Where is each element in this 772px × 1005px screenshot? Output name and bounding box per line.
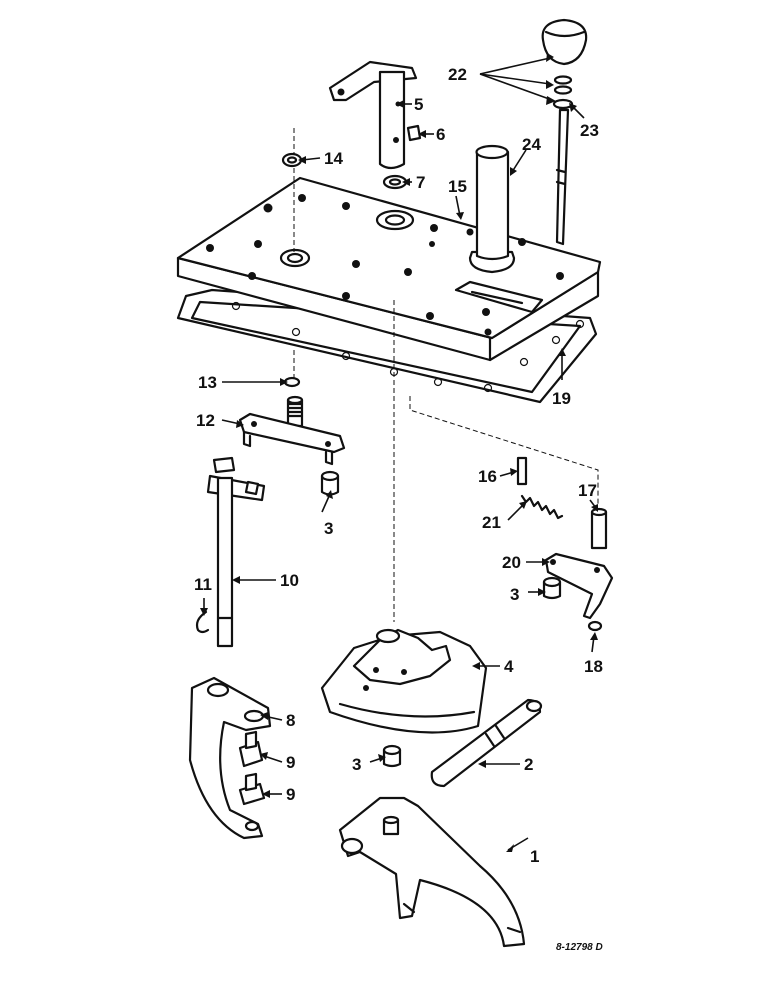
- spring-21: [520, 494, 564, 520]
- callout-17: 17: [578, 481, 597, 500]
- interlock-plate: [238, 395, 346, 466]
- leader-lines: [200, 53, 598, 852]
- callout-3: 3: [324, 519, 333, 538]
- callout-7: 7: [416, 173, 425, 192]
- callout-21: 21: [482, 513, 501, 532]
- retaining-clip-11: [195, 610, 210, 634]
- callout-3: 3: [510, 585, 519, 604]
- shift-lever-20: [544, 552, 614, 620]
- callout-20: 20: [502, 553, 521, 572]
- shift-rod-2: [430, 698, 543, 788]
- callout-12: 12: [196, 411, 215, 430]
- callout-labels: 1 2 3 3 3 4 5 6 7 8 9 9 10 11 12 13 14 1…: [194, 65, 603, 866]
- callout-13: 13: [198, 373, 217, 392]
- callout-2: 2: [524, 755, 533, 774]
- callout-8: 8: [286, 711, 295, 730]
- spacer-3-right: [542, 576, 562, 600]
- spacer-3-lower: [382, 744, 402, 768]
- callout-22: 22: [448, 65, 467, 84]
- spacer-3-upper: [320, 470, 340, 496]
- callout-1: 1: [530, 847, 539, 866]
- callout-3: 3: [352, 755, 361, 774]
- shift-fork-1: [338, 796, 526, 948]
- callout-11: 11: [194, 575, 212, 594]
- shift-fork-8: [188, 676, 272, 840]
- callout-19: 19: [552, 389, 571, 408]
- callout-18: 18: [584, 657, 603, 676]
- centerlines: [293, 128, 599, 622]
- shift-rail: [206, 456, 266, 648]
- ring-18: [587, 620, 603, 632]
- callout-16: 16: [478, 467, 497, 486]
- callout-9: 9: [286, 753, 295, 772]
- selector-housing: [320, 628, 488, 734]
- callout-23: 23: [580, 121, 599, 140]
- callout-9: 9: [286, 785, 295, 804]
- pin-16: [516, 456, 528, 486]
- callout-5: 5: [414, 95, 423, 114]
- washer-7: [382, 174, 408, 190]
- fork-pad-9-lower: [238, 772, 266, 806]
- fork-pad-9-upper: [238, 730, 264, 768]
- callout-10: 10: [280, 571, 299, 590]
- drawing-number: 8-12798 D: [556, 942, 603, 953]
- shift-knob-rod: [541, 18, 588, 246]
- callout-15: 15: [448, 177, 467, 196]
- pin-17: [590, 507, 608, 550]
- callout-24: 24: [522, 135, 541, 154]
- shift-lever-tube: [328, 60, 422, 170]
- shifter-cover-plate: [176, 144, 602, 362]
- callout-4: 4: [504, 657, 514, 676]
- callout-14: 14: [324, 149, 343, 168]
- callout-6: 6: [436, 125, 445, 144]
